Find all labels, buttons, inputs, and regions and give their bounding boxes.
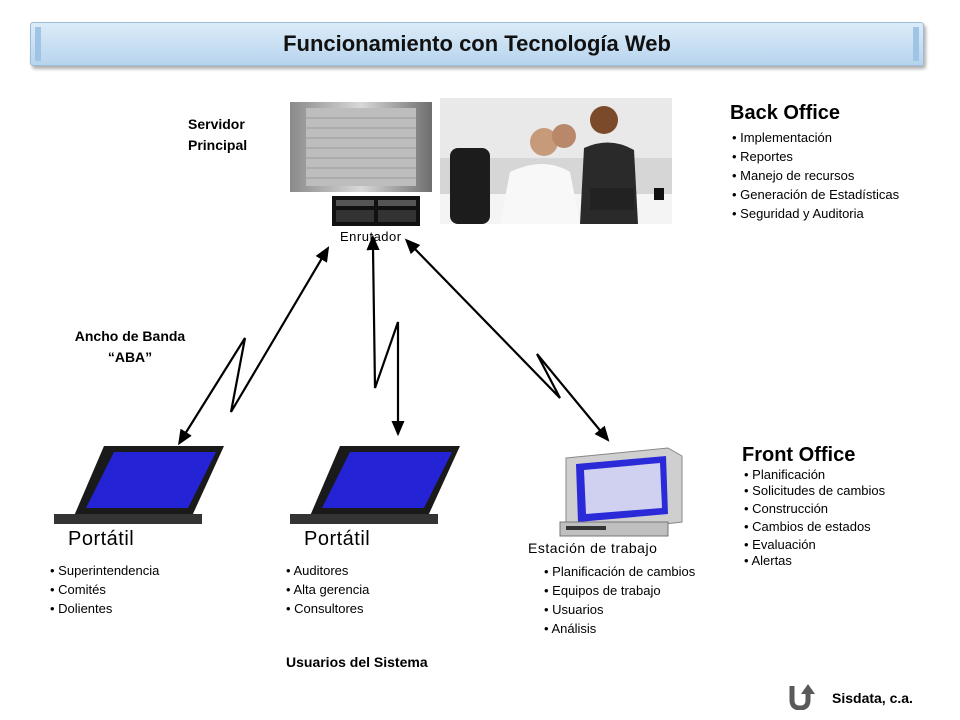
list-item: Superintendencia [50,561,159,580]
link-laptop1 [178,246,330,446]
laptop2-list: Auditores Alta gerencia Consultores [286,561,369,618]
list-item: Planificación [744,467,885,483]
list-item: Implementación [732,128,899,147]
server-router-icon [290,102,432,226]
server-label: Servidor Principal [188,114,247,156]
server-label-line1: Servidor [188,116,245,132]
office-photo [440,98,672,224]
link-workstation [404,238,610,442]
workstation-label: Estación de trabajo [528,540,658,556]
list-item: Planificación de cambios [544,562,695,581]
laptop2-label: Portátil [304,528,371,550]
laptop1-list: Superintendencia Comités Dolientes [50,561,159,618]
banner-left-accent [35,27,41,61]
server-label-line2: Principal [188,137,248,153]
list-item: Alta gerencia [286,580,369,599]
company-name: Sisdata, c.a. [832,690,913,706]
front-office-title: Front Office [742,444,856,466]
list-item: Análisis [544,619,695,638]
workstation-icon [559,447,683,537]
list-item: Generación de Estadísticas [732,185,899,204]
bandwidth-line2: “ABA” [107,349,153,365]
users-caption: Usuarios del Sistema [286,654,428,670]
list-item: Usuarios [544,600,695,619]
link-laptop2 [366,234,405,437]
list-item: Equipos de trabajo [544,581,695,600]
list-item: Dolientes [50,599,159,618]
bandwidth-label: Ancho de Banda “ABA” [66,326,194,368]
list-item: Consultores [286,599,369,618]
list-item: Evaluación [744,536,885,553]
list-item: Manejo de recursos [732,166,899,185]
banner-right-accent [913,27,919,61]
title-banner: Funcionamiento con Tecnología Web [30,22,924,66]
list-item: Solicitudes de cambios [744,483,885,499]
workstation-list: Planificación de cambios Equipos de trab… [544,562,695,638]
list-item: Cambios de estados [744,518,885,536]
laptop1-label: Portátil [68,528,135,550]
list-item: Alertas [744,553,885,568]
list-item: Comités [50,580,159,599]
list-item: Seguridad y Auditoria [732,204,899,223]
page-title: Funcionamiento con Tecnología Web [283,31,671,56]
list-item: Construcción [744,499,885,518]
bandwidth-line1: Ancho de Banda [74,328,186,344]
laptop-icon [54,446,224,524]
list-item: Auditores [286,561,369,580]
laptop-icon [290,446,460,524]
list-item: Reportes [732,147,899,166]
return-arrow-icon[interactable] [788,684,816,710]
back-office-title: Back Office [730,102,841,124]
front-office-list: Planificación Solicitudes de cambios Con… [744,467,885,568]
back-office-list: Implementación Reportes Manejo de recurs… [732,128,899,223]
